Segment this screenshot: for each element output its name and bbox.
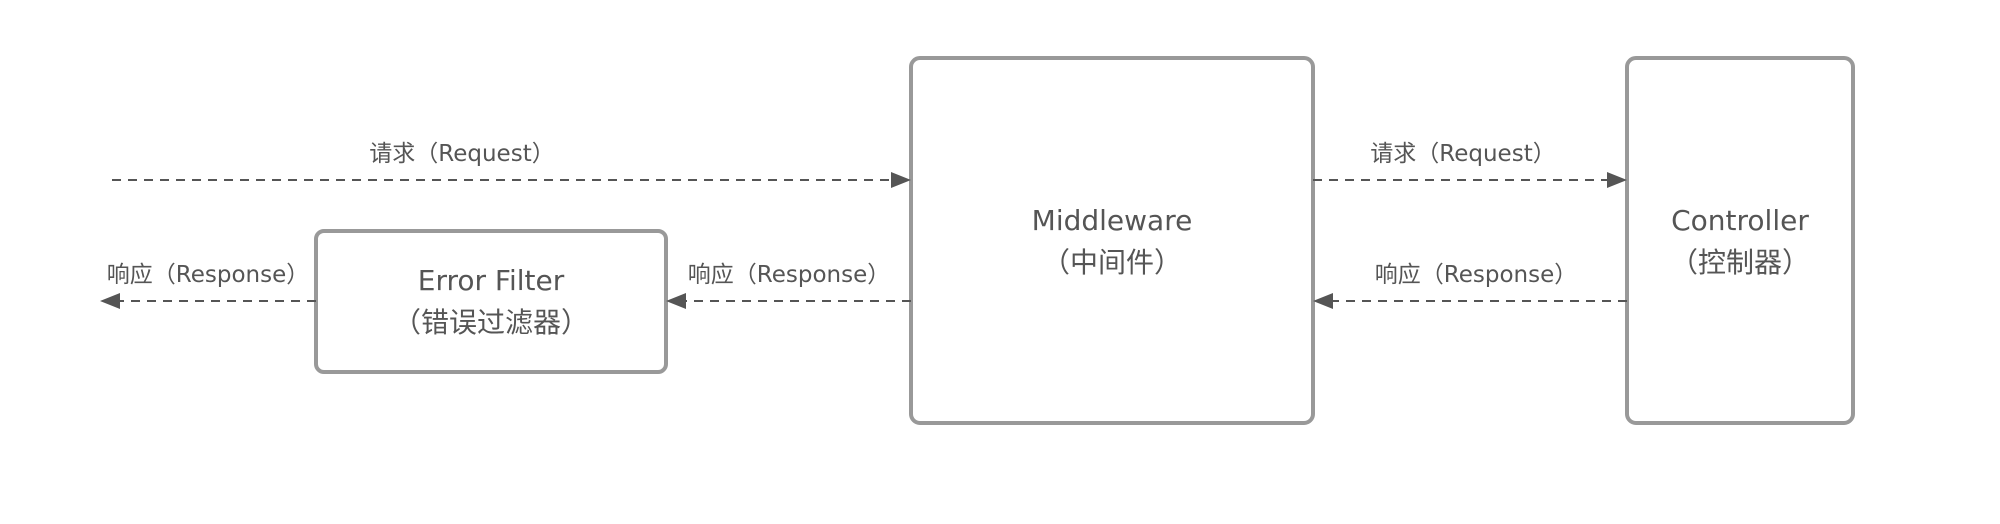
middleware-controller-request-arrowhead: [1607, 172, 1627, 188]
middleware-controller-request-edge: 请求（Request）: [1313, 141, 1627, 188]
middleware-controller-request-label: 请求（Request）: [1370, 141, 1555, 167]
controller-middleware-response-edge: 响应（Response）: [1313, 262, 1627, 309]
controller-middleware-response-label: 响应（Response）: [1375, 262, 1577, 288]
client-request-edge: 请求（Request）: [112, 141, 911, 188]
filter-client-response-arrowhead: [100, 293, 120, 309]
middleware-box: [909, 56, 1315, 425]
controller-subtitle: （控制器）: [1670, 246, 1810, 279]
error-filter-node: Error Filter （错误过滤器）: [314, 229, 668, 374]
middleware-node: Middleware （中间件）: [909, 56, 1315, 425]
error-filter-title: Error Filter: [418, 264, 565, 297]
filter-client-response-edge: 响应（Response）: [100, 262, 316, 309]
filter-client-response-label: 响应（Response）: [107, 262, 309, 288]
error-filter-box: [314, 229, 668, 374]
controller-title: Controller: [1671, 204, 1809, 237]
client-request-label: 请求（Request）: [369, 141, 554, 167]
controller-middleware-response-arrowhead: [1313, 293, 1333, 309]
middleware-filter-response-label: 响应（Response）: [688, 262, 890, 288]
controller-box: [1625, 56, 1855, 425]
middleware-filter-response-arrowhead: [666, 293, 686, 309]
client-request-arrowhead: [891, 172, 911, 188]
middleware-title: Middleware: [1032, 204, 1193, 237]
error-filter-subtitle: （错误过滤器）: [393, 306, 589, 339]
middleware-filter-response-edge: 响应（Response）: [666, 262, 911, 309]
middleware-subtitle: （中间件）: [1042, 246, 1182, 279]
controller-node: Controller （控制器）: [1625, 56, 1855, 425]
